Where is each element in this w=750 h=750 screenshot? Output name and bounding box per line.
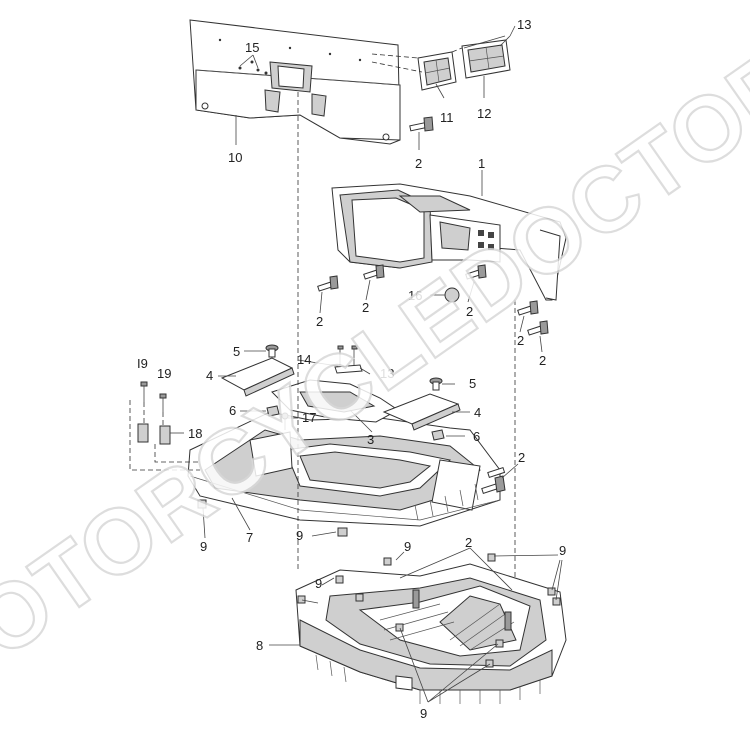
- callout-18: 18: [188, 426, 202, 441]
- center-plate-part-3: [271, 379, 399, 423]
- bracket-part-18: [137, 423, 171, 445]
- callout-2: 2: [362, 300, 369, 315]
- callout-1: 1: [478, 156, 485, 171]
- callout-9: 9: [296, 528, 303, 543]
- floor-pan-part-8: [295, 563, 567, 704]
- callout-2: 2: [415, 156, 422, 171]
- bolt-part-2: [317, 275, 339, 292]
- assembly-line: [129, 400, 200, 471]
- nut-part-6: [431, 429, 445, 441]
- clip-part-9: [297, 553, 561, 668]
- callout-2: 2: [316, 314, 323, 329]
- front-shield-part-1: [331, 183, 567, 301]
- floor-tray-part-7: [187, 411, 501, 527]
- callout-2: 2: [466, 304, 473, 319]
- callout-4: 4: [206, 368, 213, 383]
- callout-2: 2: [518, 450, 525, 465]
- callout-10: 10: [228, 150, 242, 165]
- nut-part-6: [266, 405, 280, 417]
- callout-3: 3: [367, 432, 374, 447]
- callout-17: 17: [302, 410, 316, 425]
- callout-2: 2: [539, 353, 546, 368]
- callout-2: 2: [517, 333, 524, 348]
- screw-part-17: [281, 412, 289, 430]
- callout-9: 9: [200, 539, 207, 554]
- leader-lines: [170, 25, 563, 703]
- callout-12: 12: [477, 106, 491, 121]
- vent-grille-part-12: [461, 39, 511, 79]
- callout-9: 9: [404, 539, 411, 554]
- callout-9: 9: [559, 543, 566, 558]
- clip-part-9: [197, 499, 207, 509]
- callout-2: 2: [465, 535, 472, 550]
- bolt-part-2: [517, 300, 539, 316]
- callout-11: 11: [440, 110, 454, 125]
- callout-14: 14: [297, 352, 311, 367]
- callout-15: 15: [245, 40, 259, 55]
- cover-part-4-left: [220, 357, 295, 397]
- callout-13: 13: [517, 17, 531, 32]
- screw-part-19: [159, 393, 167, 412]
- callout-13: 13: [380, 366, 394, 381]
- screw-part-14: [334, 345, 363, 374]
- callout-7: 7: [246, 530, 253, 545]
- callout-6: 6: [473, 429, 480, 444]
- bolt-part-2: [363, 264, 385, 280]
- screw-part-19: [140, 381, 148, 402]
- assembly-line: [154, 444, 198, 463]
- callout-5: 5: [469, 376, 476, 391]
- bolt-part-2: [465, 264, 487, 280]
- bolt-part-2: [481, 475, 506, 494]
- callout-9: 9: [420, 706, 427, 721]
- clip-part-9: [337, 527, 348, 537]
- callout-19: 19: [157, 366, 171, 381]
- callout-19: I9: [137, 356, 148, 371]
- bolt-part-2: [527, 320, 549, 336]
- callout-16: 16: [408, 288, 422, 303]
- cover-part-4-right: [382, 393, 461, 431]
- callout-8: 8: [256, 638, 263, 653]
- vent-grille-part-11: [417, 51, 457, 91]
- knob-part-5: [265, 344, 279, 358]
- callout-9: 9: [315, 576, 322, 591]
- bolt-part-2: [487, 466, 506, 478]
- knob-part-5: [429, 377, 443, 391]
- bolt-part-2: [409, 116, 434, 132]
- rear-panel-part-10: [189, 19, 401, 145]
- callout-labels: 13 15 11 12 10 2 1 16 2 2 2 2 2 I9 19 5 …: [137, 17, 566, 721]
- callout-4: 4: [474, 405, 481, 420]
- callout-5: 5: [233, 344, 240, 359]
- callout-6: 6: [229, 403, 236, 418]
